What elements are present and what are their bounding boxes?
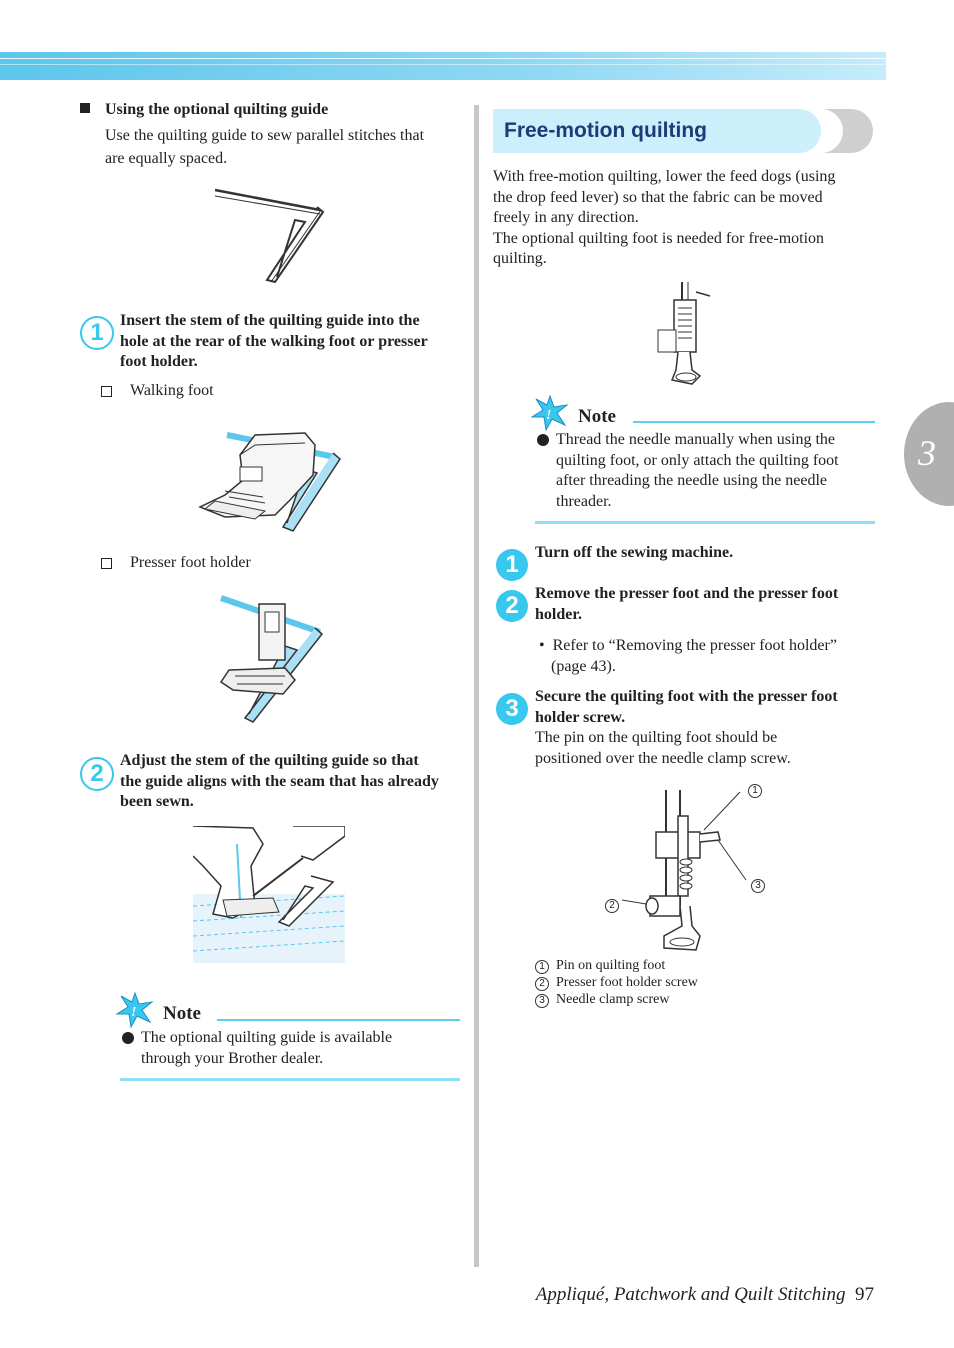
- presser-foot-holder-illustration: [219, 595, 324, 723]
- section-description: Use the quilting guide to sew parallel s…: [105, 127, 425, 167]
- sewing-guide-illustration: [193, 826, 345, 963]
- svg-text:!: !: [131, 1005, 136, 1020]
- chapter-number: 3: [918, 433, 936, 473]
- step-3-number: 3: [496, 693, 528, 725]
- attached-quilting-foot-diagram: [621, 790, 747, 951]
- callout-1: 1: [748, 780, 762, 798]
- footer-title: Appliqué, Patchwork and Quilt Stitching: [535, 1284, 846, 1305]
- section-heading: Free-motion quilting: [504, 119, 707, 142]
- step-2-number: 2: [496, 590, 528, 622]
- quilting-guide-illustration: [214, 188, 325, 284]
- section-bullet: [80, 103, 90, 113]
- note-footer-rule: [535, 521, 875, 524]
- column-divider: [474, 105, 479, 1267]
- note-icon: !: [116, 992, 154, 1028]
- step-1-text: Turn off the sewing machine.: [535, 544, 734, 561]
- header-band: [0, 52, 886, 80]
- walking-foot-label: Walking foot: [130, 382, 214, 399]
- walking-foot-illustration: [198, 432, 341, 532]
- step-1-text: Insert the stem of the quilting guide in…: [120, 312, 428, 370]
- chapter-tab: 3: [904, 402, 954, 506]
- svg-text:!: !: [546, 408, 551, 423]
- callout-2: 2: [605, 895, 619, 913]
- section-heading-bar: Free-motion quilting: [493, 109, 821, 153]
- step-2-text: Adjust the stem of the quilting guide so…: [120, 752, 439, 810]
- note-icon: !: [531, 395, 569, 431]
- heading-decoration: [821, 109, 873, 153]
- note-bullet: [122, 1032, 134, 1044]
- step-2-reference: • Refer to “Removing the presser foot ho…: [539, 637, 837, 675]
- note-text: Thread the needle manually when using th…: [556, 431, 839, 510]
- quilting-foot-illustration: [657, 282, 711, 385]
- step-2-text: Remove the presser foot and the presser …: [535, 585, 839, 623]
- callout-3: 3: [751, 875, 765, 893]
- note-text: The optional quilting guide is available…: [141, 1029, 393, 1067]
- step-2-number: 2: [80, 757, 114, 791]
- page-footer: Appliqué, Patchwork and Quilt Stitching …: [536, 1284, 874, 1306]
- diagram-legend: 1 Pin on quilting foot 2 Presser foot ho…: [535, 957, 698, 1008]
- note-title: Note: [163, 1003, 201, 1024]
- presser-foot-holder-checkbox: [101, 558, 112, 569]
- note-bullet: [537, 434, 549, 446]
- presser-foot-holder-label: Presser foot holder: [130, 554, 251, 571]
- section-title: Using the optional quilting guide: [105, 101, 329, 118]
- walking-foot-checkbox: [101, 386, 112, 397]
- note-footer-rule: [120, 1078, 460, 1081]
- note-header-line: [633, 421, 875, 423]
- legend-item: 1 Pin on quilting foot: [535, 957, 698, 974]
- note-title: Note: [578, 406, 616, 427]
- legend-item: 3 Needle clamp screw: [535, 991, 698, 1008]
- legend-item: 2 Presser foot holder screw: [535, 974, 698, 991]
- step-1-number: 1: [80, 316, 114, 350]
- page-number: 97: [855, 1284, 874, 1305]
- step-1-number: 1: [496, 549, 528, 581]
- step-3-text: Secure the quilting foot with the presse…: [535, 688, 838, 726]
- intro-text: With free-motion quilting, lower the fee…: [493, 168, 836, 267]
- note-header-line: [217, 1019, 460, 1021]
